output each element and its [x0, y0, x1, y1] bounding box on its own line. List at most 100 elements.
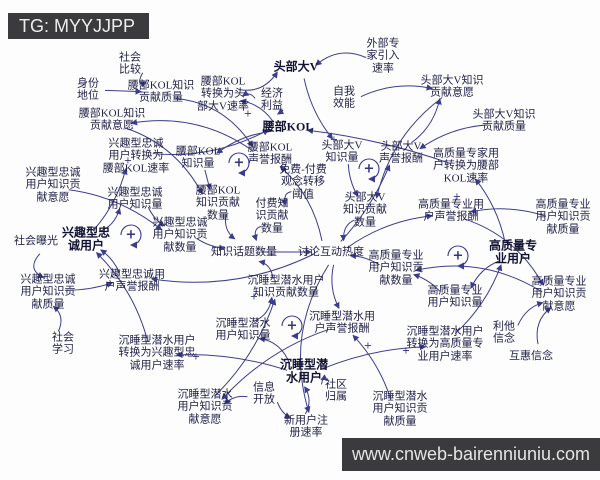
edge-discussion-heat--new-user-rate [299, 264, 330, 414]
edge-lurker-user--lurker-to-loyal-rate [175, 351, 288, 371]
edge-social-learning--loyal-quality [52, 305, 62, 332]
watermark-bottom-label: www.cnweb-bairenniuniu.com [351, 444, 591, 464]
edge-self-efficacy--head-v-willing [360, 84, 434, 98]
loop-polarity-sign: + [125, 227, 137, 243]
edge-social-exposure--loyal-quality [33, 253, 45, 278]
edge-pro-count--discussion-heat [349, 252, 380, 266]
edge-waist-kol--waist-to-head-rate [239, 98, 274, 122]
edge-identity-status--waist-kol-quality [104, 88, 142, 95]
edge-lurker-reputation--lurker-willing [221, 329, 328, 400]
edge-waist-kol-reputation--waist-kol-willing [130, 119, 254, 152]
watermark-top-bar: TG: MYYJJPP [8, 13, 149, 39]
edge-loyal-willing--loyal-count [68, 189, 163, 231]
node-waist-to-head-rate: 腰部KOL 转换为头 部大V速率 [197, 75, 249, 113]
node-loyal-user: 兴趣型忠 诚用户 [61, 225, 111, 253]
edge-external-expert-rate--head-v [315, 52, 367, 66]
watermark-top-label: TG: MYYJJPP [19, 15, 136, 36]
node-social-exposure: 社会曝光 [14, 234, 58, 247]
edge-free-pay-threshold--paid-contribution [281, 191, 292, 206]
edge-economic-benefit--waist-to-head-rate [242, 90, 256, 99]
node-lurker-willing: 沉睡型潜水 用户知识贡 献意愿 [177, 388, 233, 426]
node-waist-kol-count: 腰部KOL 知识贡献 数量 [195, 184, 241, 222]
edge-loyal-user--loyal-to-waist-rate [94, 167, 128, 230]
edge-lurker-count--topic-count [258, 259, 274, 279]
node-reciprocity: 互惠信念 [509, 349, 553, 362]
edge-economic-benefit--waist-kol [276, 108, 285, 115]
loop-arrow-icon [447, 245, 469, 270]
edge-lurker-user--lurker-knowledge [258, 336, 291, 365]
node-lurker-knowledge: 沉睡型潜水 用户知识量 [215, 317, 271, 342]
node-head-v-willing: 头部大V知识 贡献意愿 [420, 74, 484, 99]
node-loyal-willing: 兴趣型忠诚 用户知识贡 献意愿 [25, 166, 81, 204]
loop-arrow-icon [358, 158, 380, 183]
edge-lurker-willing--lurker-count [214, 298, 277, 397]
edge-pro-knowledge--pro-count [413, 273, 441, 292]
edge-pro-reputation--pro-willing [464, 218, 544, 286]
edge-polarity-plus: + [123, 155, 133, 167]
edge-discussion-heat--head-v-reputation [340, 164, 391, 242]
edge-loyal-count--topic-count [196, 237, 226, 252]
node-head-v: 头部大V [273, 59, 319, 74]
edge-head-v-reputation--head-v-willing [411, 97, 442, 144]
node-waist-kol-reputation: 腰部KOL 声誉报酬 [247, 141, 293, 166]
node-self-efficacy: 自我 效能 [333, 85, 355, 110]
edge-info-openness--lurker-willing [223, 395, 248, 405]
node-loyal-quality: 兴趣型忠诚 用户知识贡 献质量 [20, 273, 76, 311]
watermark-bottom-bar: www.cnweb-bairenniuniu.com [342, 438, 600, 471]
edge-head-v-quality--head-v-reputation [419, 124, 488, 150]
loop-polarity-sign: + [452, 248, 464, 264]
edge-pro-willing--pro-count [414, 265, 543, 293]
edge-community-belonging--lurker-user [320, 374, 328, 385]
node-expert-to-waist-rate: 高质量专家用 户转换为腰部 KOL速率 [433, 147, 499, 185]
edge-waist-kol-count--topic-count [224, 214, 236, 240]
node-pro-quality: 高质量专业 用户知识贡 献质量 [535, 198, 591, 236]
edge-waist-to-head-rate--head-v [238, 71, 278, 91]
loop-arrow-icon [120, 224, 142, 249]
edge-altruism--pro-willing [517, 301, 544, 326]
node-social-learning: 社会 学习 [52, 331, 74, 356]
edge-polarity-plus: + [191, 351, 201, 363]
edge-polarity-plus: + [329, 134, 339, 146]
edge-loyal-to-waist-rate--waist-kol [152, 129, 270, 156]
edge-head-v--head-v-knowledge [303, 78, 334, 140]
node-head-v-quality: 头部大V知识 贡献质量 [472, 108, 536, 133]
node-waist-kol: 腰部KOL [262, 119, 314, 134]
node-pro-willing: 高质量专业 用户知识贡 献意愿 [531, 275, 587, 313]
edge-waist-kol-knowledge--waist-kol-count [204, 169, 212, 191]
node-pro-user: 高质量专 业用户 [488, 238, 538, 266]
node-loyal-reputation: 兴趣型忠诚用 户声誉报酬 [99, 268, 165, 293]
edge-discussion-heat--lurker-reputation [331, 264, 340, 310]
edge-loyal-reputation--loyal-user [100, 249, 120, 273]
node-info-openness: 信息 开放 [253, 381, 275, 406]
loop-polarity-sign: + [286, 318, 298, 334]
node-loyal-knowledge: 兴趣型忠诚 用户知识量 [107, 186, 163, 211]
edge-loyal-quality--loyal-reputation [64, 281, 114, 291]
node-community-belonging: 社区 归属 [325, 378, 347, 403]
edge-social-compare--waist-kol-quality [139, 72, 148, 88]
node-lurker-to-pro-rate: 沉睡型潜水用户 转换为高质量专 业用户速率 [406, 325, 484, 363]
node-free-pay-threshold: 免费-付费 观念转移 阈值 [279, 163, 327, 201]
loop-polarity-sign: + [233, 155, 245, 171]
node-pro-count: 高质量专业 用户知识贡 献数量 [368, 249, 424, 287]
edge-loyal-user--loyal-knowledge [98, 207, 122, 233]
node-paid-contribution: 付费知 识贡献 数量 [255, 197, 289, 235]
edge-polarity-plus: + [249, 291, 259, 303]
node-identity-status: 身份 地位 [77, 77, 99, 102]
node-pro-reputation: 高质量专业用 户声誉报酬 [418, 198, 484, 223]
loop-arrow-icon [281, 315, 303, 340]
node-lurker-user: 沉睡型潜 水用户 [279, 357, 329, 385]
loop-arrow-icon [228, 152, 250, 177]
edge-lurker-to-loyal-rate--loyal-user [95, 252, 149, 343]
edge-paid-contribution--topic-count [251, 225, 262, 242]
edge-discussion-heat--pro-reputation [346, 213, 434, 249]
edge-polarity-plus: + [452, 191, 462, 203]
edge-lurker-user--lurker-to-pro-rate [320, 343, 427, 370]
node-new-user-rate: 新用户注 册速率 [284, 414, 328, 439]
edge-discussion-heat--loyal-reputation [150, 253, 315, 283]
edge-expert-to-waist-rate--waist-kol [306, 127, 450, 164]
edge-waist-kol-willing--waist-kol-count [125, 127, 203, 195]
edge-polarity-plus: + [243, 108, 253, 120]
node-loyal-count: 兴趣型忠诚 用户知识贡 献数量 [152, 216, 208, 254]
